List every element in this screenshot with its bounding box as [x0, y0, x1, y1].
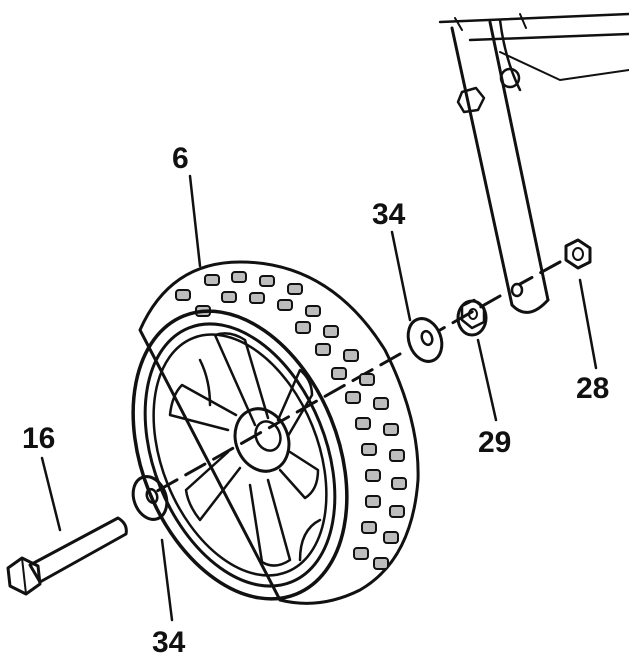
- callout-34-lower: 34: [152, 626, 186, 657]
- axle-centerline: [148, 260, 562, 497]
- callout-29: 29: [478, 426, 511, 459]
- leader-lines: [40, 174, 598, 622]
- tire-tread: [175, 271, 407, 570]
- flange-nut: [456, 298, 488, 337]
- hex-bolt: [6, 516, 128, 596]
- callout-34-upper: 34: [372, 198, 406, 231]
- callout-6: 6: [172, 142, 189, 175]
- frame-leg: [438, 12, 629, 314]
- callout-28: 28: [576, 372, 609, 405]
- small-nut: [564, 238, 592, 270]
- washer-lower: [131, 475, 169, 521]
- wheel: [131, 260, 420, 605]
- wheel-spokes: [168, 332, 322, 567]
- washer-upper: [406, 317, 444, 363]
- callout-16: 16: [22, 422, 55, 455]
